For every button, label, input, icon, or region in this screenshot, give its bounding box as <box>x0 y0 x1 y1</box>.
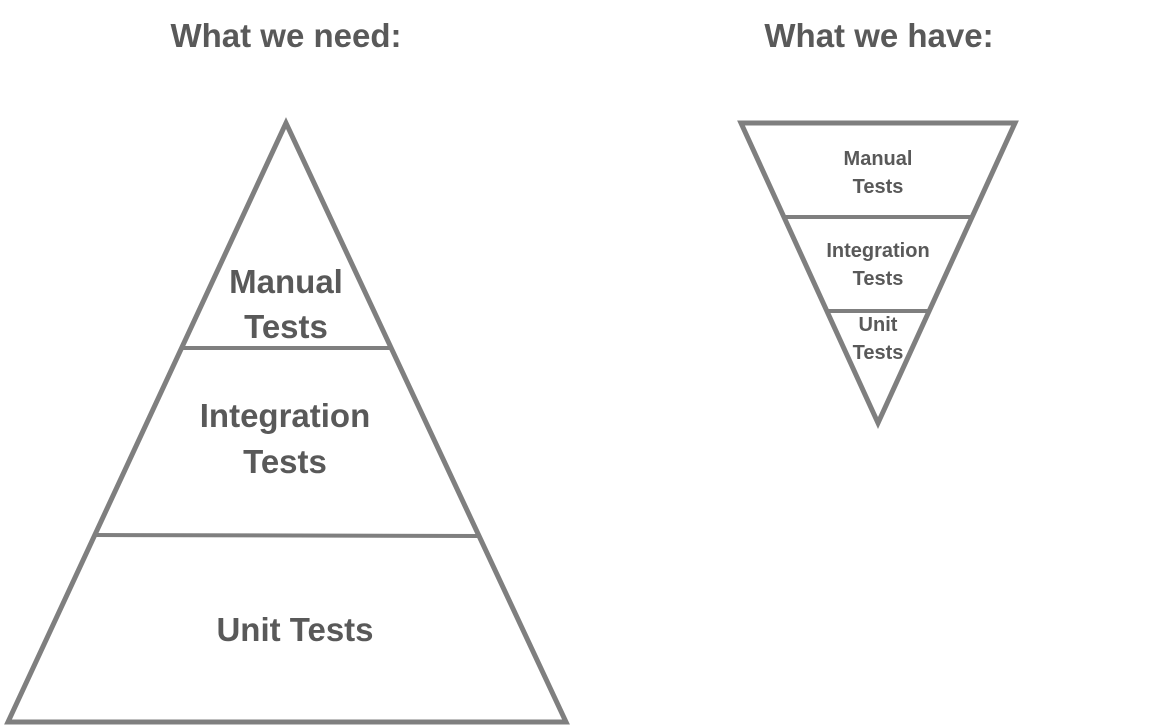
actual-pyramid-heading: What we have: <box>764 17 993 54</box>
actual-layer-integration-tests: Integration Tests <box>826 240 929 290</box>
ideal-pyramid: What we need: Manual Tests Integration T… <box>4 17 570 725</box>
ideal-layer-unit-tests: Unit Tests <box>216 611 373 648</box>
actual-manual-label-line1: Manual <box>844 148 913 170</box>
ideal-pyramid-outline <box>4 117 570 725</box>
ideal-integration-label-line2: Tests <box>243 443 327 480</box>
actual-unit-label-line1: Unit <box>859 314 898 336</box>
actual-integration-label-line1: Integration <box>826 240 929 262</box>
actual-integration-label-line2: Tests <box>853 268 904 290</box>
ideal-pyramid-divider-lower <box>94 533 480 538</box>
actual-layer-unit-tests: Unit Tests <box>853 314 904 364</box>
ideal-layer-integration-tests: Integration Tests <box>200 397 371 480</box>
ideal-manual-label-line2: Tests <box>244 308 328 345</box>
ideal-unit-label: Unit Tests <box>216 611 373 648</box>
actual-layer-manual-tests: Manual Tests <box>844 148 913 198</box>
actual-manual-label-line2: Tests <box>853 176 904 198</box>
ideal-pyramid-heading: What we need: <box>170 17 401 54</box>
actual-unit-label-line2: Tests <box>853 342 904 364</box>
ideal-integration-label-line1: Integration <box>200 397 371 434</box>
ideal-layer-manual-tests: Manual Tests <box>229 263 343 345</box>
actual-pyramid-outline <box>737 120 1019 430</box>
actual-pyramid: What we have: Manual Tests Integration T… <box>737 17 1019 430</box>
ideal-manual-label-line1: Manual <box>229 263 343 300</box>
